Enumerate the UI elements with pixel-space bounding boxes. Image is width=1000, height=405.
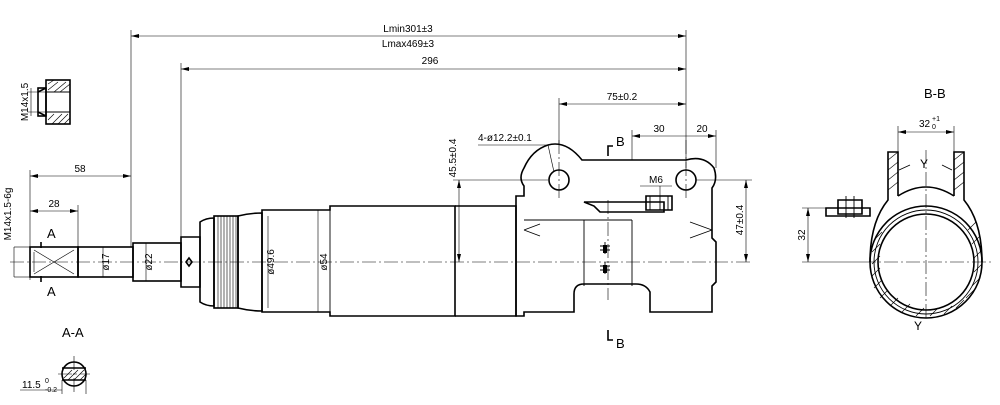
nut-detail: [28, 79, 71, 125]
dim-aa-tol-upper: 0: [45, 378, 49, 385]
dim-lmin: Lmin301±3: [383, 24, 433, 35]
dim-75: 75±0.2: [607, 92, 638, 103]
piston-rod: [29, 212, 263, 312]
dim-bb-32-side: 32: [797, 229, 808, 241]
section-mark-a-top: A: [47, 226, 56, 241]
dim-45-5: 45.5±0.4: [448, 138, 459, 177]
dim-47: 47±0.4: [735, 204, 746, 235]
dim-dia-54: ø54: [319, 253, 330, 271]
view-title-bb: B-B: [924, 86, 946, 101]
dim-holes: 4-ø12.2±0.1: [478, 133, 532, 144]
section-bb: [825, 150, 992, 320]
dim-dia-22: ø22: [144, 253, 155, 271]
axis-y-top: Y: [920, 157, 928, 171]
outer-tube: [261, 205, 517, 317]
dim-296: 296: [422, 56, 439, 67]
dim-m14-6g: M14x1.5-6g: [3, 188, 14, 241]
view-title-aa: A-A: [62, 325, 84, 340]
section-mark-a-bottom: A: [47, 284, 56, 299]
section-aa: [20, 356, 90, 394]
dim-30: 30: [653, 124, 665, 135]
dim-lmax: Lmax469±3: [382, 39, 435, 50]
dim-dia-49-6: ø49.6: [266, 249, 277, 275]
dim-28: 28: [48, 199, 60, 210]
dim-dia-17: ø17: [101, 253, 112, 271]
dim-m14: M14x1.5: [20, 82, 31, 121]
dim-aa-tol-lower: -0.2: [45, 387, 57, 394]
dim-58: 58: [74, 164, 86, 175]
axis-y-bottom: Y: [914, 319, 922, 333]
dim-m6: M6: [649, 175, 663, 186]
dim-bb-32-tol-lower: 0: [932, 124, 936, 131]
dim-20: 20: [696, 124, 708, 135]
section-mark-b-top: B: [616, 134, 625, 149]
dim-aa-11-5: 11.5: [22, 380, 41, 391]
dim-bb-32-tol-upper: +1: [932, 116, 940, 123]
section-mark-b-bottom: B: [616, 336, 625, 351]
dim-bb-32-top: 32: [919, 119, 931, 130]
